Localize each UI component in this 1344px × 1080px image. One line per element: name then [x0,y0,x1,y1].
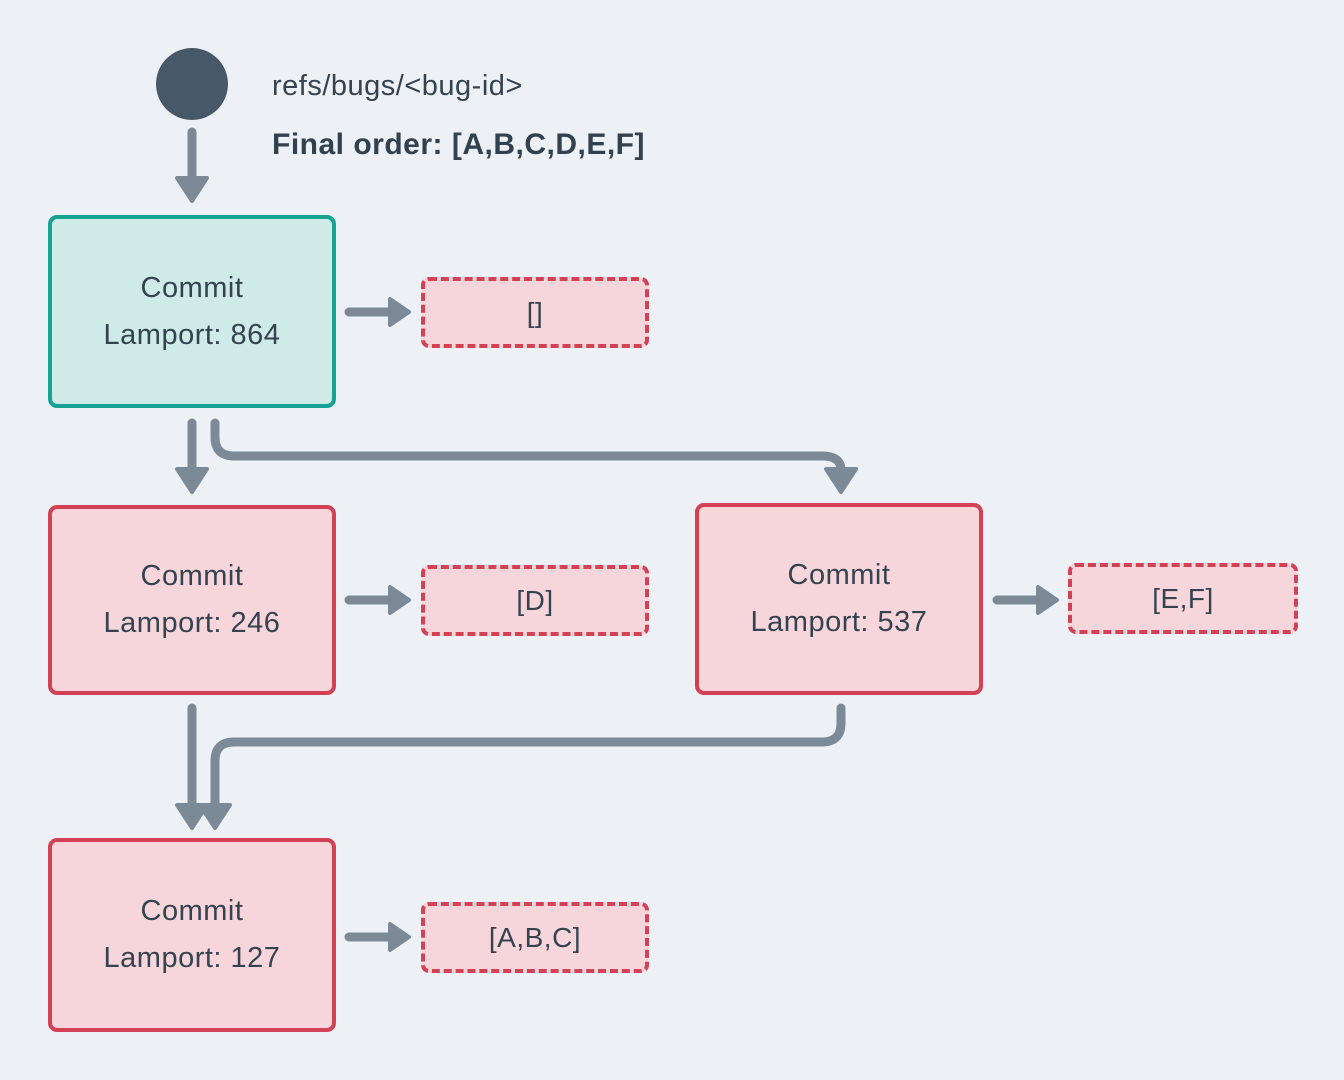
ref-head-circle-icon [156,48,228,120]
edge-left-to-payload [344,585,411,615]
lamport-label: Lamport: 127 [103,942,281,974]
payload-box-right: [E,F] [1068,563,1298,634]
commit-node-127: Commit Lamport: 127 [48,838,336,1032]
lamport-label: Lamport: 246 [103,607,281,639]
ref-name-label: refs/bugs/<bug-id> [272,70,523,102]
edge-root-to-left [175,418,209,494]
commit-title: Commit [140,560,244,592]
payload-box-root: [] [421,277,649,348]
commit-node-246: Commit Lamport: 246 [48,505,336,695]
payload-box-left: [D] [421,565,649,636]
edge-ref-to-root [175,127,209,203]
commit-node-537: Commit Lamport: 537 [695,503,983,695]
commit-title: Commit [140,271,244,304]
final-order-label: Final order: [A,B,C,D,E,F] [272,128,645,161]
edge-merge-to-payload [344,922,411,952]
commit-node-864: Commit Lamport: 864 [48,215,336,408]
edge-right-to-merge [198,703,846,830]
lamport-label: Lamport: 537 [750,606,928,638]
payload-box-merge: [A,B,C] [421,902,649,973]
edge-right-to-payload [992,585,1059,615]
commit-title: Commit [140,895,244,927]
lamport-label: Lamport: 864 [103,318,281,351]
edge-root-to-payload [344,297,411,327]
commit-title: Commit [787,559,891,591]
edge-left-to-merge [175,703,209,830]
edge-root-to-right [210,418,858,494]
